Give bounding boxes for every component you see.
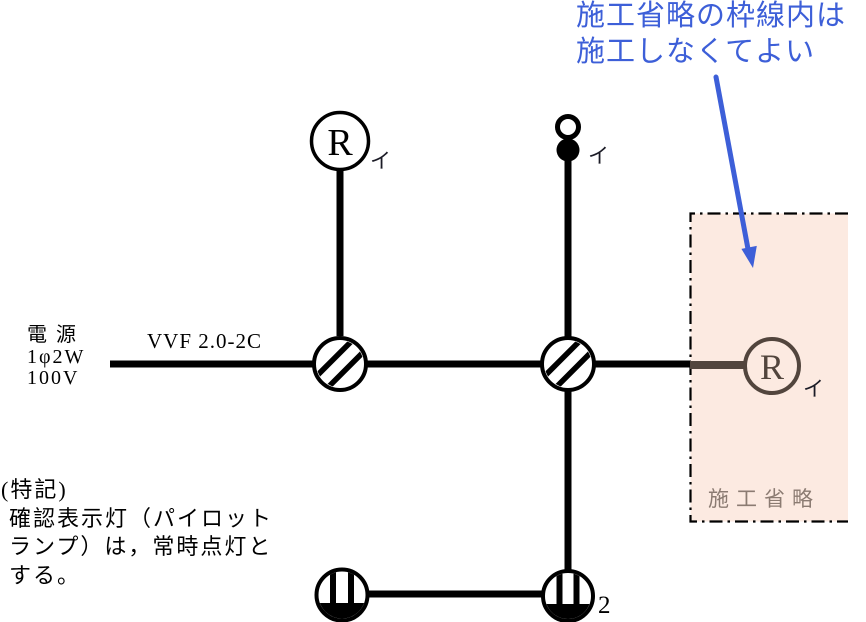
omitted-receptacle-circuit-tag: イ [803, 377, 824, 401]
omitted-receptacle-letter: R [760, 347, 784, 387]
power-source-label: 電 源 1φ2W 100V [27, 324, 86, 390]
outlet-count-label: 2 [598, 592, 611, 619]
junction-box-b [540, 336, 596, 392]
power-source-line2: 1φ2W [27, 345, 86, 368]
annotation-note-line2: 施工しなくてよい [576, 36, 816, 68]
annotation-note: 施工省略の枠線内は 施工しなくてよい [576, 0, 846, 70]
arrow-head-icon [741, 245, 757, 268]
special-note-line3: する。 [9, 562, 82, 588]
cable-type-label: VVF 2.0-2C [147, 329, 263, 353]
annotation-arrow [713, 74, 757, 268]
outlet-symbol-left [314, 567, 370, 622]
special-note-heading: (特記) [1, 477, 68, 502]
receptacle-letter: R [327, 122, 353, 164]
power-source-line1: 電 源 [27, 324, 78, 346]
omitted-lamp-receptacle-symbol: R イ [743, 337, 824, 401]
ceiling-circuit-tag: イ [588, 144, 609, 168]
special-note-line2: ランプ）は，常時点灯と [9, 534, 273, 559]
power-source-line3: 100V [27, 367, 80, 389]
outlet-symbol-double: 2 [541, 569, 611, 622]
lamp-receptacle-symbol: R イ [309, 110, 391, 173]
special-note: (特記) 確認表示灯（パイロット ランプ）は，常時点灯と する。 [1, 476, 273, 590]
annotation-note-line1: 施工省略の枠線内は [576, 0, 847, 32]
junction-box-a [312, 336, 368, 392]
ceiling-light-cap [555, 114, 581, 140]
receptacle-circuit-tag: イ [370, 149, 391, 173]
ceiling-light-body [556, 138, 580, 162]
special-note-line1: 確認表示灯（パイロット [9, 505, 274, 531]
omission-area-label: 施工省略 [708, 487, 820, 511]
ceiling-light-symbol: イ [555, 114, 609, 168]
